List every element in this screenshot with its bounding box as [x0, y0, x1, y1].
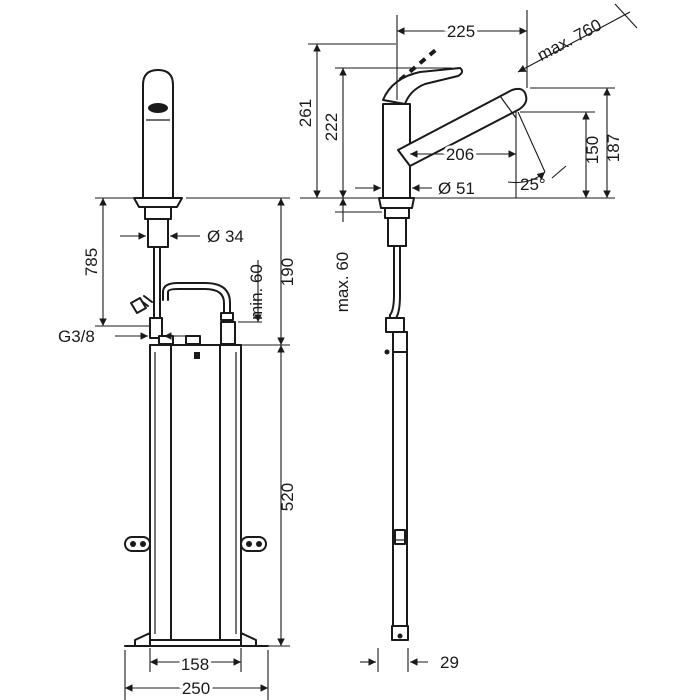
front-bracket-right — [240, 536, 267, 552]
side-spout — [397, 87, 528, 167]
dim-front-190: 190 — [278, 258, 297, 286]
dim-side-187: 187 — [604, 134, 623, 162]
dim-front-diameter-34: Ø 34 — [207, 227, 244, 246]
dim-front-785: 785 — [82, 248, 101, 276]
dim-side-206: 206 — [446, 145, 474, 164]
front-view: 785 Ø 34 G3/8 min. 60 190 520 158 250 — [58, 69, 297, 700]
dim-front-min-60: min. 60 — [247, 264, 266, 320]
side-shank — [387, 217, 407, 247]
side-hose — [389, 245, 395, 323]
dim-side-angle-25: 25° — [520, 175, 546, 194]
side-view: 225 max. 760 261 222 206 150 187 Ø 51 25… — [296, 3, 638, 672]
front-hose-curved — [162, 282, 231, 331]
dim-side-222: 222 — [322, 113, 341, 141]
dim-side-150: 150 — [583, 136, 602, 164]
front-faucet-body — [142, 69, 174, 199]
dim-front-250: 250 — [182, 679, 210, 698]
dim-side-261: 261 — [296, 99, 315, 127]
dim-side-29: 29 — [440, 653, 459, 672]
dim-side-max-60: max. 60 — [333, 252, 352, 312]
front-base-plate — [133, 197, 183, 208]
dim-front-158: 158 — [181, 655, 209, 674]
dim-side-diameter-51: Ø 51 — [438, 179, 475, 198]
front-spout-outlet — [148, 103, 168, 113]
side-lever-raised — [398, 46, 440, 82]
dim-side-225: 225 — [447, 22, 475, 41]
dim-front-520: 520 — [278, 483, 297, 511]
dim-side-max-760: max. 760 — [534, 15, 605, 65]
front-bracket-left — [124, 536, 151, 552]
front-shank — [147, 218, 169, 248]
side-lever — [382, 67, 464, 105]
dim-front-thread: G3/8 — [58, 327, 95, 346]
